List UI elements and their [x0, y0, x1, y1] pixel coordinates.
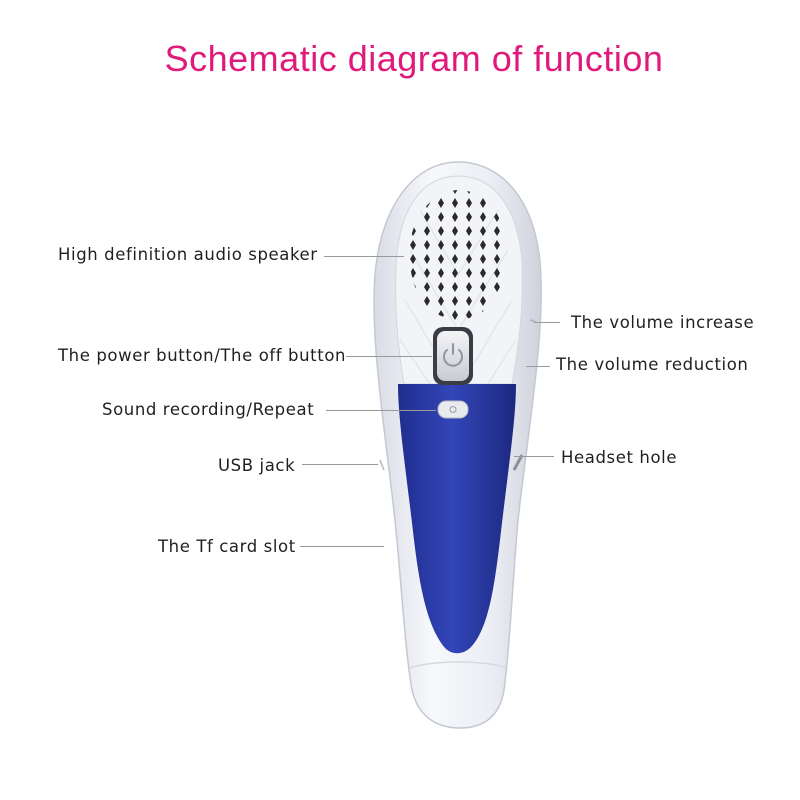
speaker-grille [409, 190, 508, 320]
leader-line-power [346, 356, 432, 357]
label-tf-card-slot: The Tf card slot [158, 537, 296, 556]
label-power-button: The power button/The off button [58, 346, 347, 365]
leader-line-usb [302, 464, 378, 465]
leader-line-recording [326, 410, 436, 411]
blue-body-panel [398, 384, 516, 654]
label-usb-jack: USB jack [218, 456, 296, 475]
leader-line-tf-card [300, 546, 384, 547]
record-button [437, 400, 469, 419]
power-button [433, 327, 473, 385]
diagram-title: Schematic diagram of function [164, 38, 664, 79]
label-volume-increase: The volume increase [571, 313, 755, 332]
power-icon [443, 343, 463, 367]
leader-line-speaker [324, 256, 404, 257]
label-volume-reduction: The volume reduction [556, 355, 749, 374]
label-recording: Sound recording/Repeat [102, 400, 315, 419]
leader-line-volume-up [534, 322, 560, 323]
label-speaker: High definition audio speaker [58, 245, 318, 264]
label-headset-hole: Headset hole [561, 448, 678, 467]
leader-line-volume-down [526, 366, 550, 367]
leader-line-headset [514, 456, 554, 457]
